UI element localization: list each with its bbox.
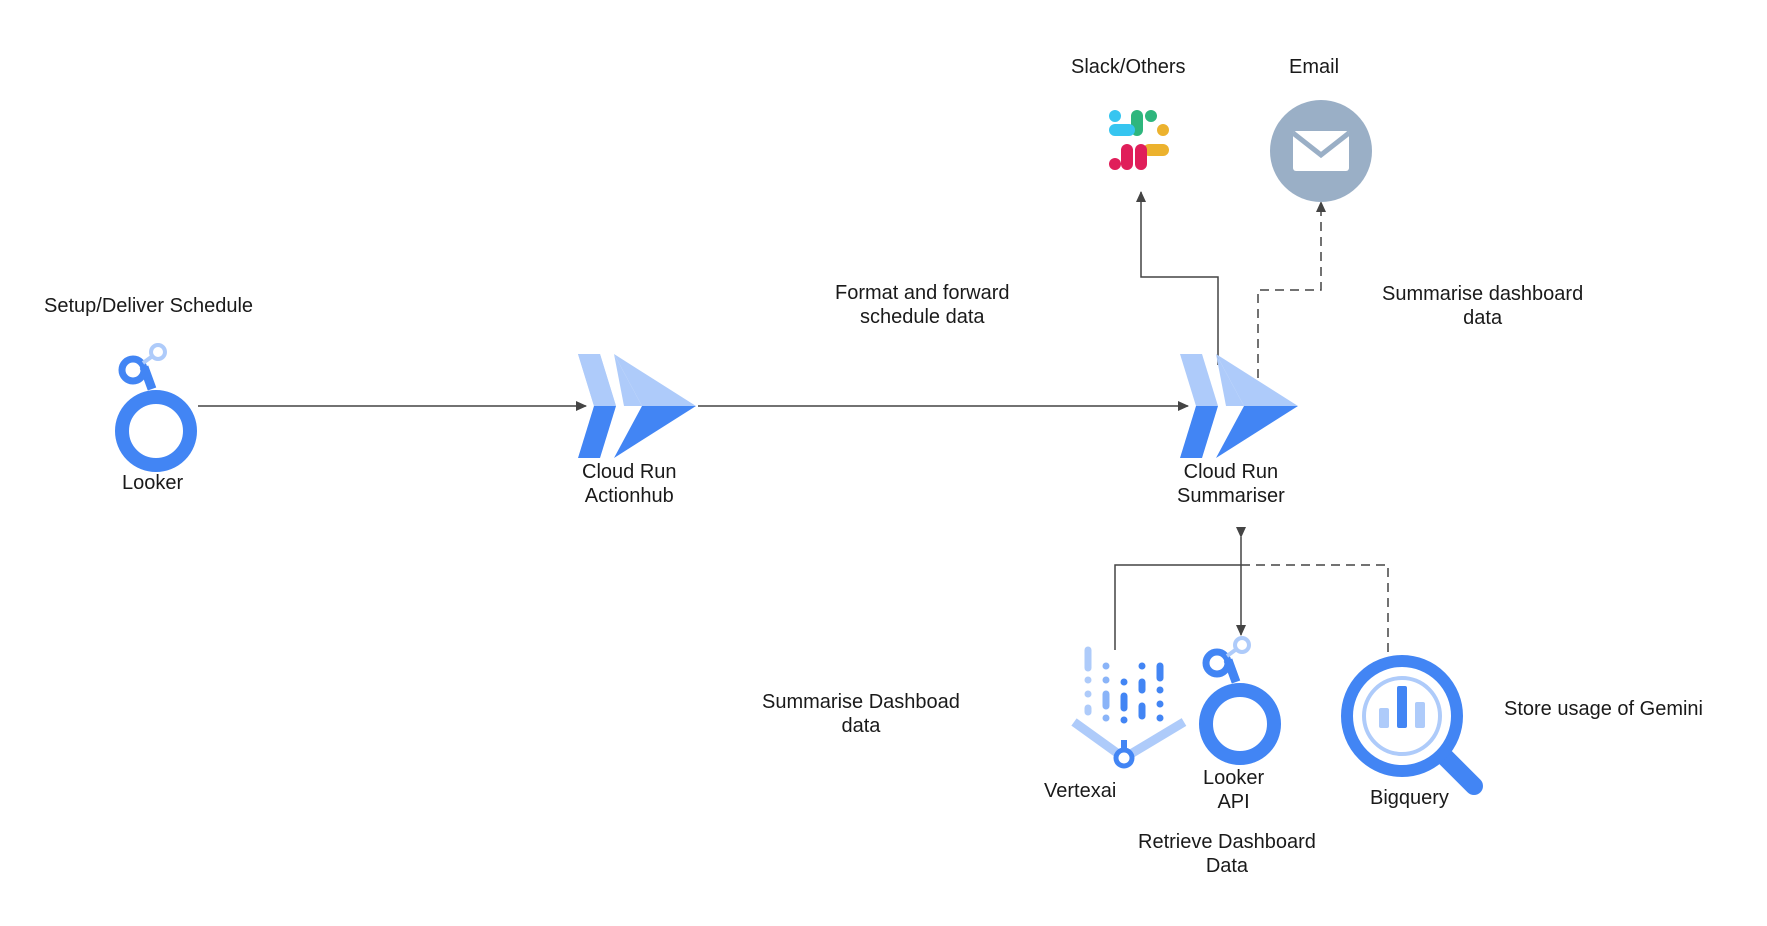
format-forward-line1: Format and forward bbox=[835, 282, 1010, 304]
summarise-dashbaod-annotation: Summarise Dashboad data bbox=[762, 690, 960, 738]
actionhub-label: Cloud Run Actionhub bbox=[582, 460, 677, 508]
actionhub-label-line1: Cloud Run bbox=[582, 461, 677, 483]
looker-api-label-line1: Looker bbox=[1203, 767, 1265, 789]
format-forward-line2: schedule data bbox=[859, 306, 985, 328]
cloud-run-icon[interactable] bbox=[578, 354, 696, 458]
summariser-label: Cloud Run Summariser bbox=[1177, 460, 1285, 508]
summarise-dashboard-annotation: Summarise dashboard data bbox=[1382, 282, 1583, 330]
looker-api-label-line2: API bbox=[1217, 791, 1250, 813]
retrieve-line1: Retrieve Dashboard bbox=[1138, 831, 1316, 853]
summarise-dashbaod-line2: data bbox=[841, 715, 881, 737]
looker-label: Looker bbox=[122, 472, 184, 494]
bigquery-icon[interactable] bbox=[1341, 655, 1483, 795]
slack-label: Slack/Others bbox=[1071, 56, 1186, 78]
format-forward-annotation: Format and forward schedule data bbox=[835, 281, 1010, 329]
cloud-run-icon[interactable] bbox=[1180, 354, 1298, 458]
email-label: Email bbox=[1289, 56, 1340, 78]
store-usage-annotation: Store usage of Gemini bbox=[1504, 698, 1703, 720]
slack-icon[interactable] bbox=[1109, 110, 1169, 170]
looker-icon[interactable] bbox=[1199, 636, 1281, 765]
connector-summariser-to-email bbox=[1257, 201, 1326, 378]
summariser-label-line1: Cloud Run bbox=[1183, 461, 1279, 483]
retrieve-annotation: Retrieve Dashboard Data bbox=[1138, 830, 1316, 878]
looker-caption: Setup/Deliver Schedule bbox=[44, 295, 254, 317]
vertexai-label: Vertexai bbox=[1044, 780, 1117, 802]
connector-summariser-to-vertexai bbox=[1114, 564, 1241, 650]
summarise-dashboard-line1: Summarise dashboard bbox=[1382, 283, 1584, 305]
looker-api-label: Looker API bbox=[1203, 766, 1264, 814]
retrieve-line2: Data bbox=[1205, 855, 1249, 877]
summarise-dashbaod-line1: Summarise Dashboad bbox=[762, 691, 960, 713]
vertex-ai-icon[interactable] bbox=[1071, 646, 1187, 769]
bigquery-label: Bigquery bbox=[1370, 787, 1449, 809]
connector-summariser-to-bigquery bbox=[1241, 564, 1389, 662]
connector-summariser-to-slack bbox=[1136, 191, 1219, 365]
summariser-label-line2: Summariser bbox=[1177, 485, 1285, 507]
summarise-dashboard-line2: data bbox=[1463, 307, 1503, 329]
looker-icon[interactable] bbox=[115, 343, 197, 472]
actionhub-label-line2: Actionhub bbox=[584, 485, 674, 507]
email-icon[interactable] bbox=[1270, 100, 1372, 202]
